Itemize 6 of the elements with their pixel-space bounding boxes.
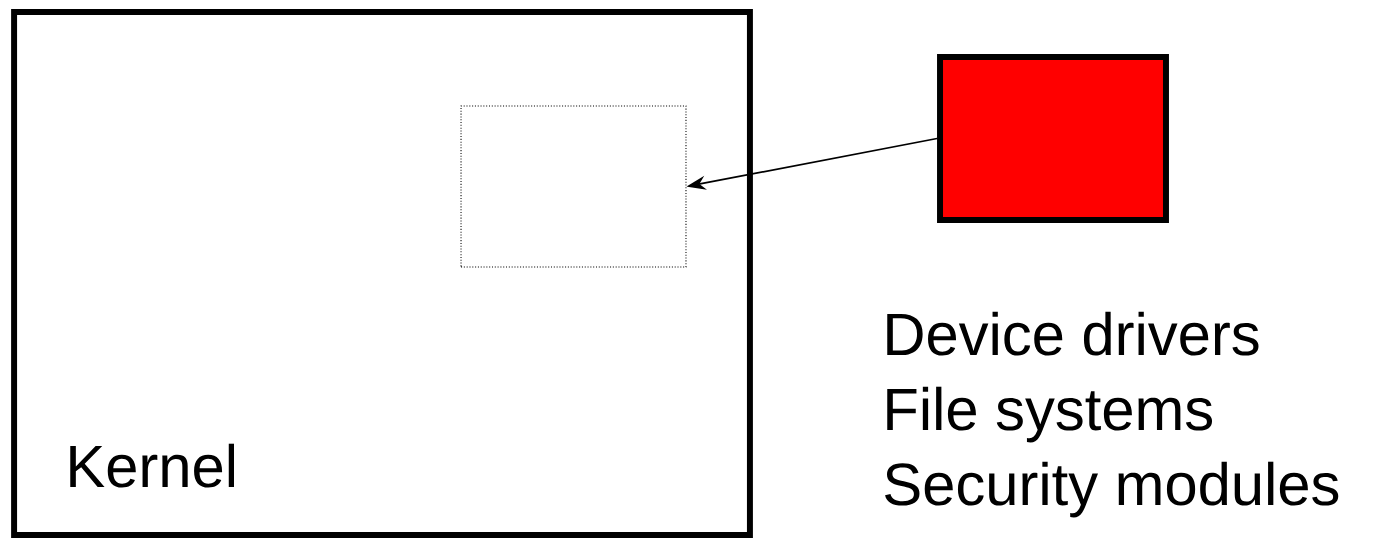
feature-label: File systems [887,386,1213,443]
feature-label: Device drivers [887,311,1259,356]
feature-label: Security modules [885,461,1339,518]
kernel-box: Kernel [11,9,753,538]
module-slot-box [460,105,687,268]
module-box [937,54,1169,223]
